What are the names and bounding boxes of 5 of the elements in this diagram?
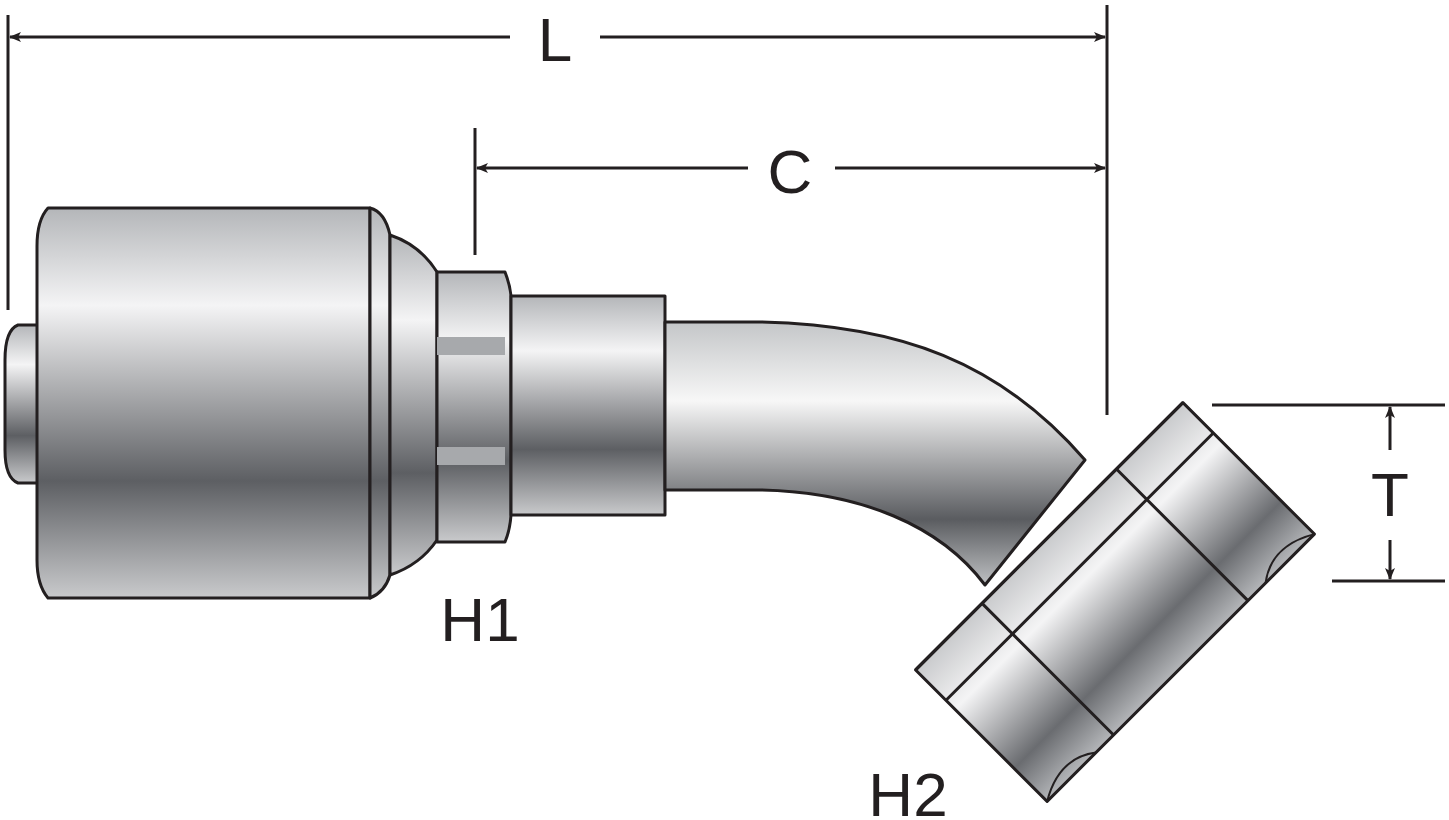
dimension-label: H1 <box>440 589 520 651</box>
dimension-label: H2 <box>868 764 948 820</box>
dimension-label: C <box>767 141 813 203</box>
dimension-label: T <box>1371 464 1409 526</box>
dimension-label: L <box>537 9 573 71</box>
